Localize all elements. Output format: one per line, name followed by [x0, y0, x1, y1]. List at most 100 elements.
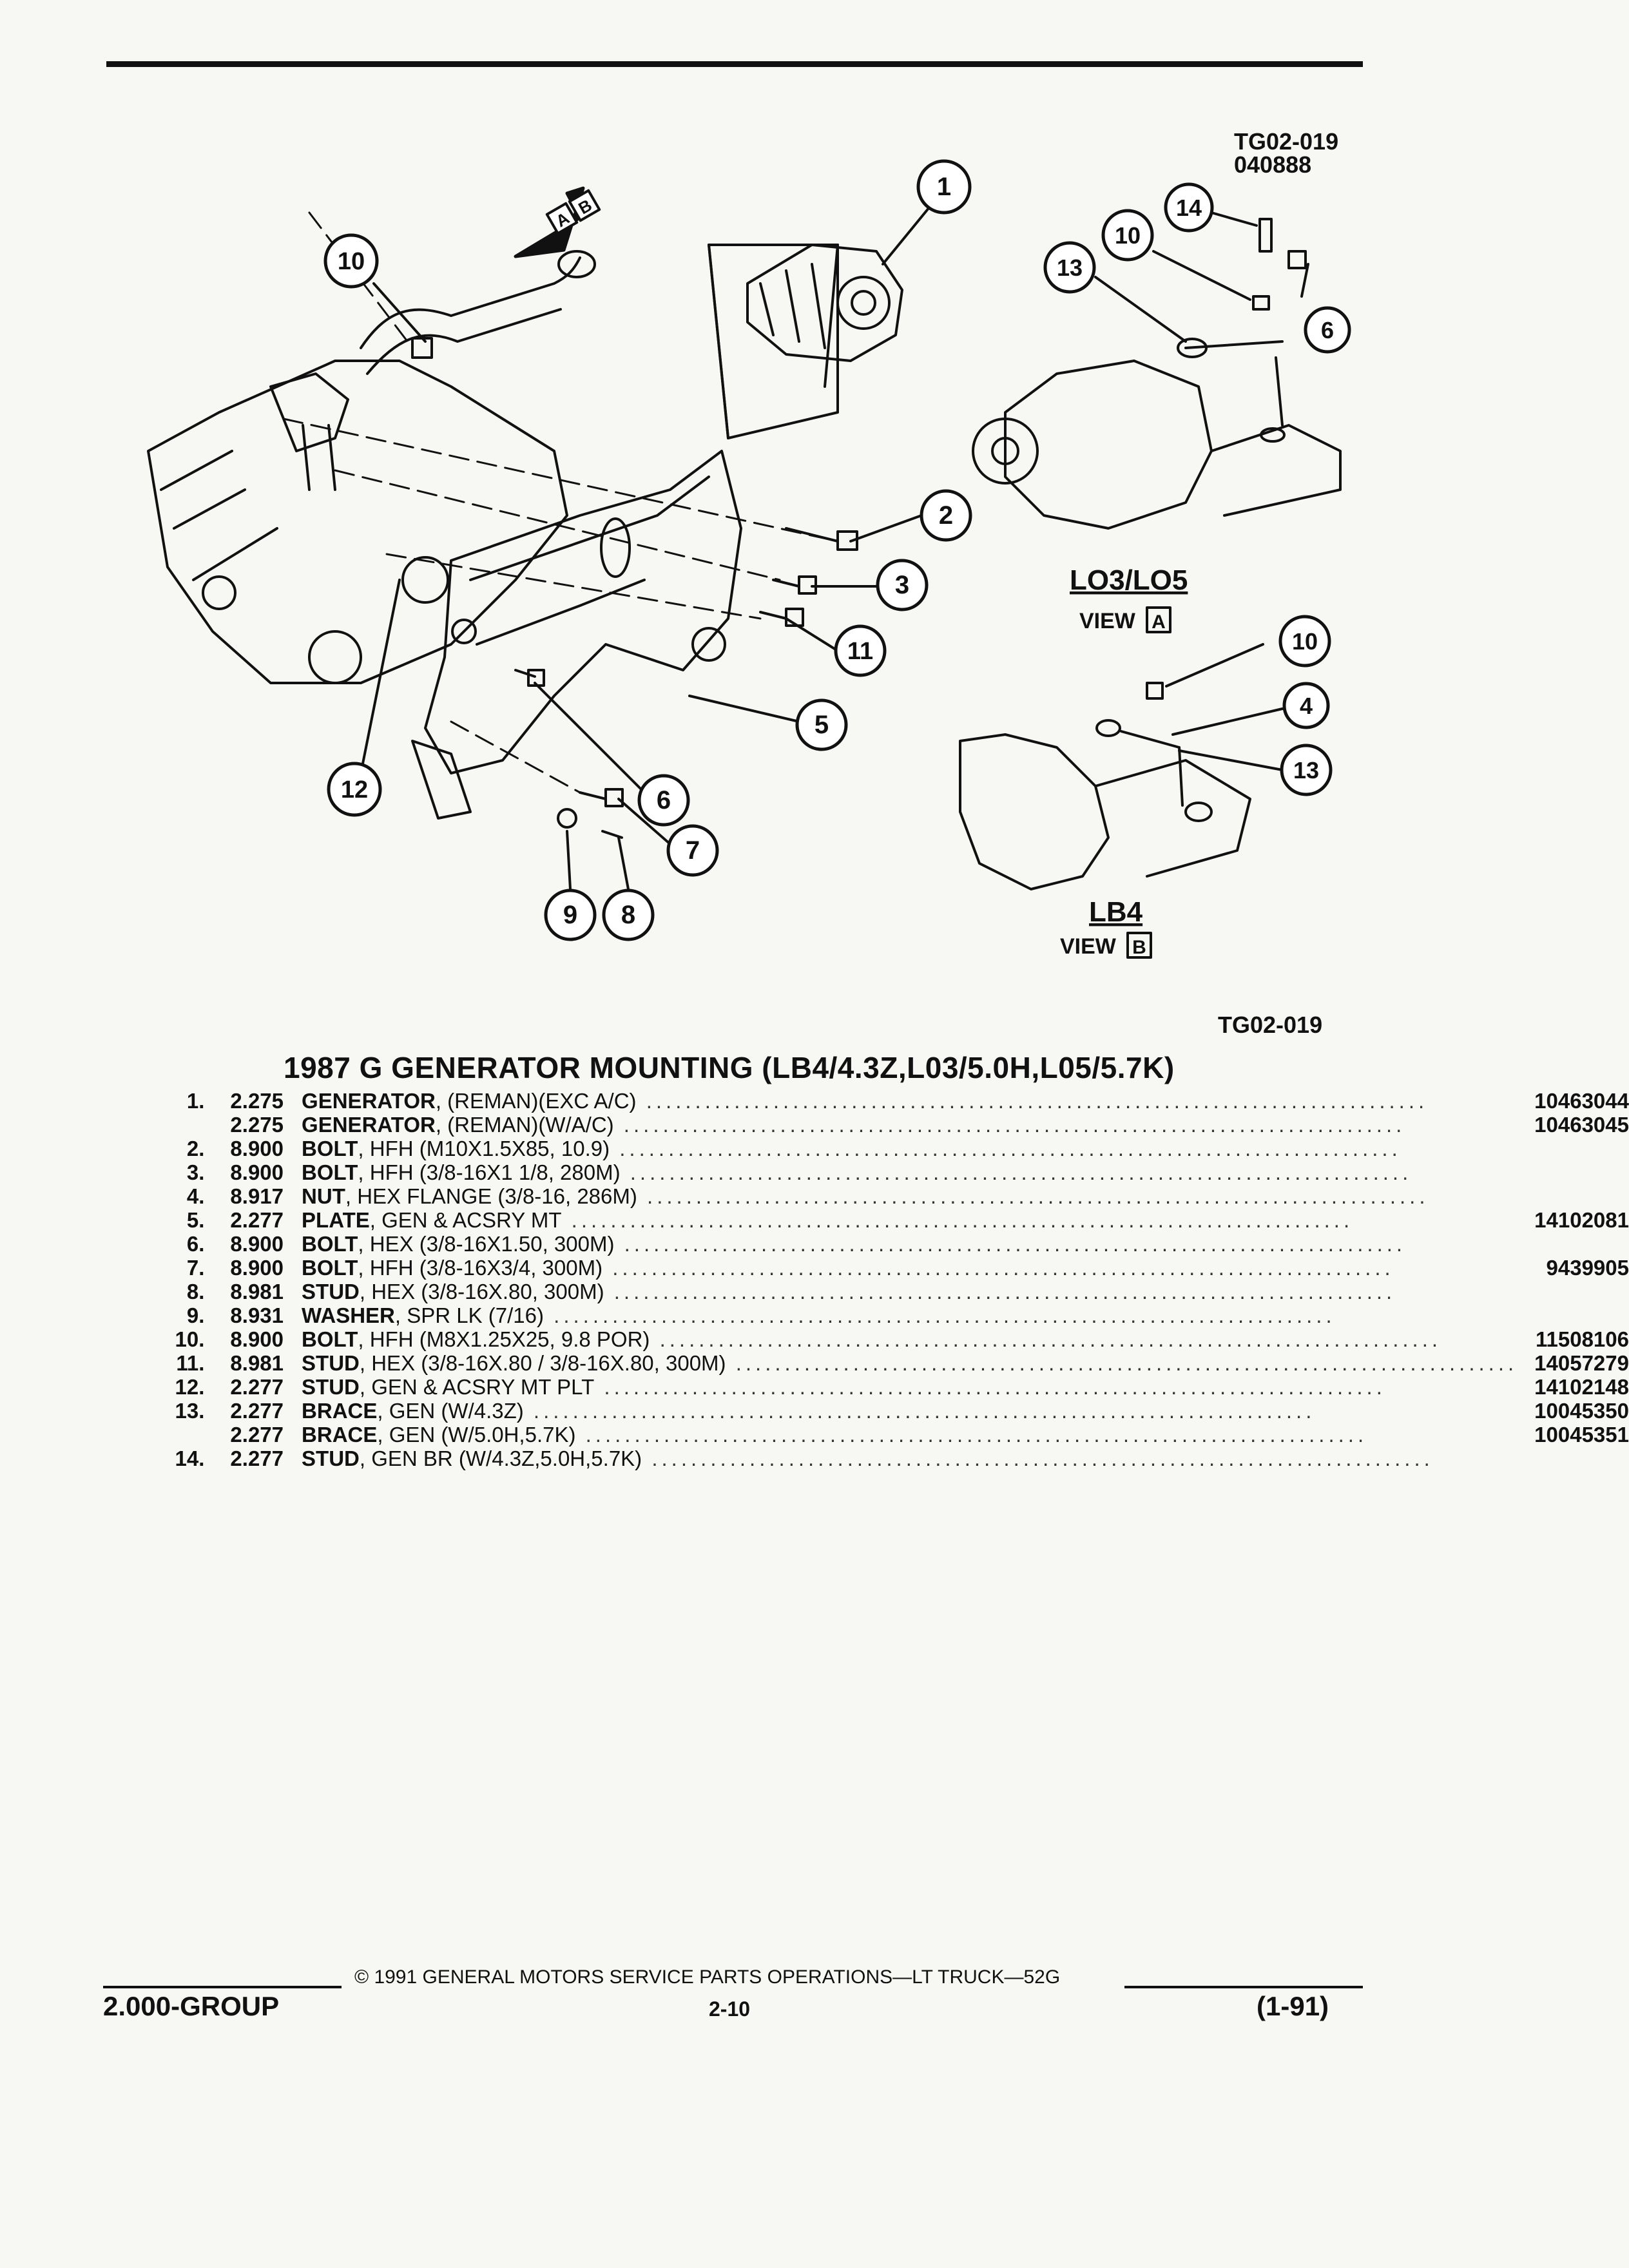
item-number: 1. — [186, 1089, 205, 1113]
item-number: 12. — [175, 1375, 205, 1399]
part-spec: , (REMAN)(W/A/C) — [435, 1113, 614, 1137]
part-spec: , (REMAN)(EXC A/C) — [435, 1089, 637, 1113]
part-description: WASHER, SPR LK (7/16) ..................… — [302, 1303, 1518, 1327]
svg-text:6: 6 — [657, 786, 671, 814]
view-b-engine-label: LB4 — [1089, 896, 1143, 928]
group-number: 2.277 — [230, 1375, 284, 1399]
page-title: 1987 G GENERATOR MOUNTING (LB4/4.3Z,L03/… — [284, 1051, 1175, 1084]
leader-dots: ........................................… — [523, 1399, 1316, 1423]
view-b-callouts: 10 4 13 — [1278, 615, 1333, 796]
group-number: 8.981 — [230, 1280, 284, 1303]
figure-id: TG02-019 — [1234, 128, 1339, 155]
part-number — [1518, 1446, 1629, 1470]
group-number: 2.275 — [230, 1089, 284, 1113]
group-number: 2.275 — [230, 1113, 284, 1137]
leader-dots: ........................................… — [614, 1232, 1407, 1256]
view-a-letter: A — [1152, 611, 1166, 633]
part-spec: , GEN BR (W/4.3Z,5.0H,5.7K) — [359, 1446, 642, 1470]
item-number: 6. — [186, 1232, 205, 1256]
part-number: 10463044 — [1534, 1089, 1629, 1113]
group-number: 8.900 — [230, 1232, 284, 1256]
part-name: WASHER — [302, 1303, 395, 1327]
part-spec: , GEN & ACSRY MT — [369, 1208, 562, 1232]
leader-dots: ........................................… — [544, 1303, 1336, 1327]
part-name: STUD — [302, 1375, 360, 1399]
svg-text:10: 10 — [1292, 628, 1318, 655]
item-number: 2. — [186, 1137, 205, 1160]
part-number: 9439905 — [1546, 1256, 1629, 1280]
main-callouts: 1 2 3 5 6 7 8 9 10 11 12 — [323, 159, 972, 941]
direction-arrow: A B — [514, 186, 601, 258]
part-description: GENERATOR, (REMAN)(W/A/C) ..............… — [302, 1113, 1518, 1137]
part-number — [1518, 1232, 1629, 1256]
callout-11: 11 — [834, 624, 887, 677]
view-a-leaders — [1094, 211, 1309, 343]
view-b-label: LB4 VIEW B — [1060, 896, 1152, 959]
group-number: 8.900 — [230, 1256, 284, 1280]
part-name: BOLT — [302, 1256, 358, 1280]
svg-text:2: 2 — [939, 501, 953, 530]
view-a-callouts: 14 10 13 6 — [1043, 182, 1351, 354]
engine-block-drawing — [147, 244, 839, 820]
part-description: BOLT, HEX (3/8-16X1.50, 300M) ..........… — [302, 1232, 1518, 1256]
part-number: 10045351 — [1534, 1423, 1629, 1446]
footer-copyright: © 1991 GENERAL MOTORS SERVICE PARTS OPER… — [354, 1966, 1061, 1988]
svg-text:3: 3 — [895, 571, 909, 599]
part-description: GENERATOR, (REMAN)(EXC A/C) ............… — [302, 1089, 1518, 1113]
part-name: BOLT — [302, 1160, 358, 1184]
part-name: GENERATOR — [302, 1089, 436, 1113]
item-number: 7. — [186, 1256, 205, 1280]
item-number: 4. — [186, 1184, 205, 1208]
group-number: 8.981 — [230, 1351, 284, 1375]
part-name: BOLT — [302, 1327, 358, 1351]
callout-3: 3 — [876, 559, 929, 611]
item-number: 10. — [175, 1327, 205, 1351]
part-description: BOLT, HFH (M8X1.25X25, 9.8 POR) ........… — [302, 1327, 1518, 1351]
callout-10-view-a: 10 — [1101, 209, 1154, 262]
part-name: STUD — [302, 1280, 360, 1303]
callout-8: 8 — [602, 889, 655, 941]
view-a-label: LO3/LO5 VIEW A — [1070, 564, 1188, 633]
callout-9: 9 — [544, 889, 597, 941]
leader-dots: ........................................… — [561, 1208, 1354, 1232]
view-a-engine-label: LO3/LO5 — [1070, 564, 1188, 596]
item-number: 5. — [186, 1208, 205, 1232]
part-description: BRACE, GEN (W/4.3Z) ....................… — [302, 1399, 1518, 1423]
table-row: 6. 8.900 BOLT, HEX (3/8-16X1.50, 300M) ...… — [161, 1232, 1629, 1256]
part-description: STUD, GEN BR (W/4.3Z,5.0H,5.7K) ........… — [302, 1446, 1518, 1470]
table-row: 2.275 GENERATOR, (REMAN)(W/A/C) .........… — [161, 1113, 1629, 1137]
part-number: 11508106 — [1535, 1327, 1629, 1351]
footer-page-number: 2-10 — [709, 1997, 751, 2021]
leader-dots: ........................................… — [575, 1423, 1368, 1446]
part-name: PLATE — [302, 1208, 370, 1232]
group-number: 2.277 — [230, 1423, 284, 1446]
leader-dots: ........................................… — [594, 1375, 1386, 1399]
part-number: 10463045 — [1534, 1113, 1629, 1137]
svg-text:14: 14 — [1176, 195, 1202, 221]
parts-table: 1. 2.275 GENERATOR, (REMAN)(EXC A/C) .....… — [161, 1089, 1629, 1470]
part-number — [1518, 1160, 1629, 1184]
part-description: BOLT, HFH (3/8-16X3/4, 300M) ...........… — [302, 1256, 1518, 1280]
svg-text:6: 6 — [1321, 317, 1334, 343]
group-number: 8.931 — [230, 1303, 284, 1327]
leader-dots: ........................................… — [642, 1446, 1434, 1470]
leader-dots: ........................................… — [620, 1160, 1412, 1184]
part-name: STUD — [302, 1351, 360, 1375]
callout-14-view-a: 14 — [1164, 182, 1214, 233]
part-spec: , SPR LK (7/16) — [394, 1303, 544, 1327]
svg-text:10: 10 — [1115, 222, 1141, 249]
view-b-leaders — [1165, 643, 1284, 771]
footer-group: 2.000-GROUP — [103, 1991, 280, 2021]
callout-4-view-b: 4 — [1282, 682, 1330, 729]
svg-text:1: 1 — [937, 173, 951, 201]
part-spec: , GEN (W/4.3Z) — [377, 1399, 524, 1423]
